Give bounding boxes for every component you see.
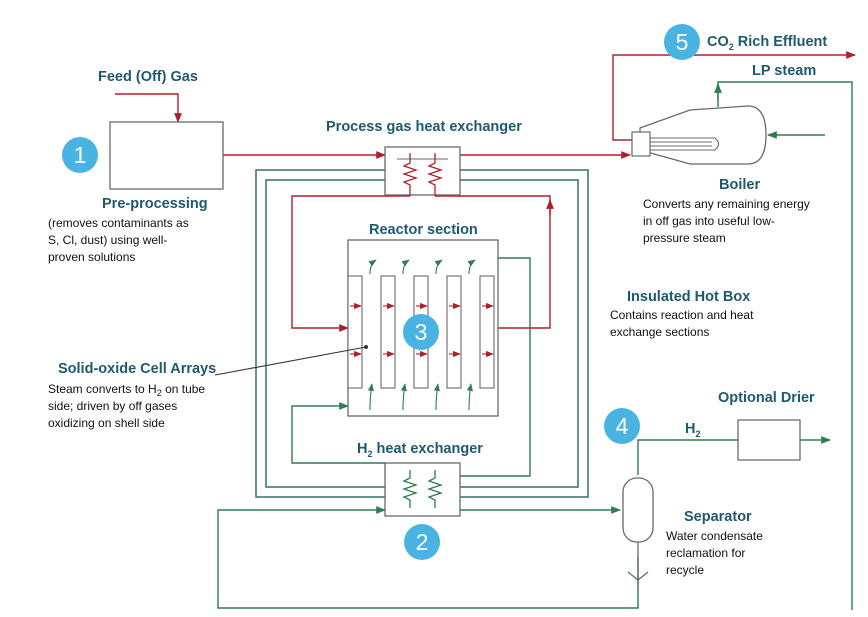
hot-box-desc-1: Contains reaction and heat bbox=[610, 308, 754, 322]
process-hx-label: Process gas heat exchanger bbox=[326, 119, 522, 135]
reactor-section-title: Reactor section bbox=[369, 222, 478, 238]
step-badge-2: 2 bbox=[404, 524, 440, 560]
optional-drier-unit bbox=[737, 419, 801, 461]
cell-arrays-desc-3: oxidizing on shell side bbox=[48, 416, 165, 430]
cell-array-pointer-dot bbox=[364, 345, 368, 349]
cell-tube bbox=[380, 275, 396, 389]
pre-processing-desc-1: (removes contaminants as bbox=[48, 216, 189, 230]
water-recycle-lines bbox=[217, 81, 853, 610]
optional-drier-title: Optional Drier bbox=[718, 390, 815, 406]
h2-line-label: H2 bbox=[685, 421, 701, 439]
svg-text:2: 2 bbox=[416, 529, 429, 555]
svg-text:1: 1 bbox=[74, 142, 87, 168]
separator-title: Separator bbox=[684, 509, 752, 525]
separator-desc-3: recycle bbox=[666, 563, 704, 577]
separator-desc-1: Water condensate bbox=[666, 529, 763, 543]
step-badge-1: 1 bbox=[62, 137, 98, 173]
feed-gas-label: Feed (Off) Gas bbox=[98, 69, 198, 85]
cell-tube bbox=[347, 275, 363, 389]
process-gas-heat-exchanger bbox=[384, 146, 461, 196]
process-gas-lines bbox=[115, 51, 856, 332]
process-hx-coil-left bbox=[401, 153, 419, 196]
cell-tube bbox=[446, 275, 462, 389]
svg-text:5: 5 bbox=[676, 29, 689, 55]
boiler-title: Boiler bbox=[719, 177, 760, 193]
boiler-desc-2: in off gas into useful low- bbox=[643, 214, 775, 228]
cell-arrays-desc-2: side; driven by off gases bbox=[48, 399, 177, 413]
boiler-desc-1: Converts any remaining energy bbox=[643, 197, 810, 211]
separator-desc-2: reclamation for bbox=[666, 546, 745, 560]
pre-processing-unit bbox=[109, 121, 224, 190]
pre-processing-title: Pre-processing bbox=[102, 196, 208, 212]
cell-arrays-desc-1: Steam converts to H2 on tube bbox=[48, 382, 205, 398]
h2-hx-label: H2 heat exchanger bbox=[357, 441, 483, 459]
lp-steam-label: LP steam bbox=[752, 63, 816, 79]
pre-processing-desc-2: S, Cl, dust) using well- bbox=[48, 233, 167, 247]
step-badge-5: 5 bbox=[664, 24, 700, 60]
h2-heat-exchanger bbox=[384, 462, 461, 517]
svg-text:3: 3 bbox=[415, 319, 428, 345]
step-badge-3: 3 bbox=[403, 314, 439, 350]
svg-text:4: 4 bbox=[616, 413, 629, 439]
boiler-desc-3: pressure steam bbox=[643, 231, 726, 245]
boiler bbox=[631, 105, 767, 165]
separator-vessel bbox=[622, 477, 654, 590]
pre-processing-desc-3: proven solutions bbox=[48, 250, 135, 264]
cell-tube bbox=[479, 275, 495, 389]
hot-box-desc-2: exchange sections bbox=[610, 325, 709, 339]
hot-box-title: Insulated Hot Box bbox=[627, 289, 750, 305]
process-hx-coil-right bbox=[426, 153, 444, 196]
step-badge-4: 4 bbox=[604, 408, 640, 444]
cell-array-pointer bbox=[214, 346, 367, 376]
cell-arrays-title: Solid-oxide Cell Arrays bbox=[58, 361, 216, 377]
co2-effluent-label: CO2 Rich Effluent bbox=[707, 34, 827, 52]
